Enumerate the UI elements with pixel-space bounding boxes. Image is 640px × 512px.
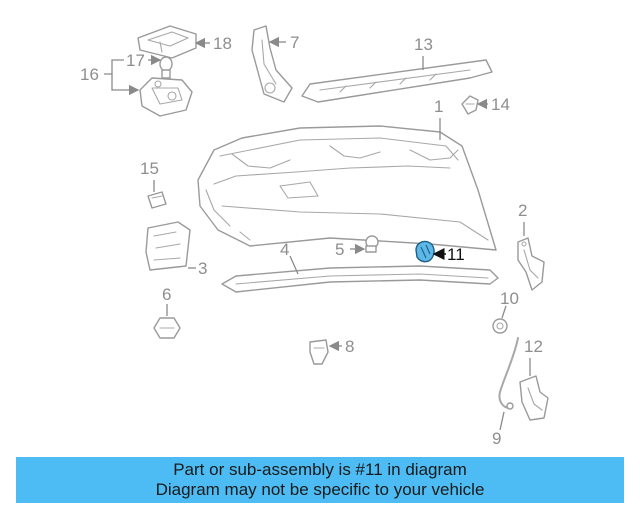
svg-text:13: 13 <box>414 35 433 54</box>
part-12-hinge-support[interactable] <box>519 375 549 421</box>
part-13-trim-strip[interactable] <box>301 59 493 103</box>
part-3-side-trim[interactable] <box>145 221 191 271</box>
callout-15: 15 <box>140 159 159 192</box>
callout-5: 5 <box>335 240 366 259</box>
callout-6: 6 <box>162 285 171 316</box>
svg-text:1: 1 <box>434 97 443 116</box>
part-1-trunk-lid[interactable] <box>197 125 497 251</box>
part-4-weatherstrip[interactable] <box>221 265 499 293</box>
callout-7: 7 <box>268 33 299 52</box>
part-9-cable[interactable] <box>498 337 519 410</box>
part-8-clip[interactable] <box>309 339 329 365</box>
svg-text:12: 12 <box>524 337 543 356</box>
part-5-push-pin[interactable] <box>365 235 379 253</box>
part-18-bracket[interactable] <box>137 25 197 59</box>
part-7-hinge[interactable] <box>251 25 293 103</box>
part-15-pad[interactable] <box>147 191 167 209</box>
callout-9: 9 <box>492 411 505 448</box>
svg-text:11: 11 <box>447 245 465 264</box>
part-17-fastener[interactable] <box>159 56 173 79</box>
part-11-highlighted-bumper[interactable] <box>415 240 435 263</box>
banner-line-2: Diagram may not be specific to your vehi… <box>155 480 485 499</box>
svg-text:3: 3 <box>198 259 207 278</box>
svg-text:10: 10 <box>500 289 519 308</box>
parts-diagram: 18 17 16 7 13 <box>80 25 549 448</box>
callout-11: 11 <box>432 245 465 264</box>
banner-line-1: Part or sub-assembly is #11 in diagram <box>173 460 467 479</box>
callout-1: 1 <box>434 97 443 140</box>
part-10-bushing[interactable] <box>492 318 508 334</box>
callout-2: 2 <box>518 201 527 236</box>
callout-4: 4 <box>280 240 299 275</box>
info-banner: Part or sub-assembly is #11 in diagram D… <box>16 457 624 503</box>
svg-text:18: 18 <box>213 34 232 53</box>
callout-8: 8 <box>328 337 354 356</box>
svg-text:8: 8 <box>345 337 354 356</box>
callout-13: 13 <box>414 35 433 70</box>
svg-text:2: 2 <box>518 201 527 220</box>
svg-text:6: 6 <box>162 285 171 304</box>
svg-text:9: 9 <box>492 429 501 448</box>
svg-text:15: 15 <box>140 159 159 178</box>
callout-17: 17 <box>126 51 162 70</box>
svg-text:16: 16 <box>80 65 99 84</box>
callout-10: 10 <box>500 289 519 319</box>
callout-18: 18 <box>194 34 232 53</box>
svg-text:7: 7 <box>290 33 299 52</box>
callout-16: 16 <box>80 59 140 96</box>
svg-text:5: 5 <box>335 240 344 259</box>
part-16-latch[interactable] <box>139 77 193 117</box>
part-2-hinge[interactable] <box>517 237 545 291</box>
part-14-clip[interactable] <box>461 95 479 115</box>
part-6-grommet[interactable] <box>153 317 181 339</box>
svg-text:4: 4 <box>280 240 289 259</box>
svg-text:14: 14 <box>491 95 510 114</box>
svg-text:17: 17 <box>126 51 145 70</box>
callout-12: 12 <box>524 337 543 376</box>
callout-14: 14 <box>476 95 510 114</box>
callout-3: 3 <box>188 259 207 278</box>
